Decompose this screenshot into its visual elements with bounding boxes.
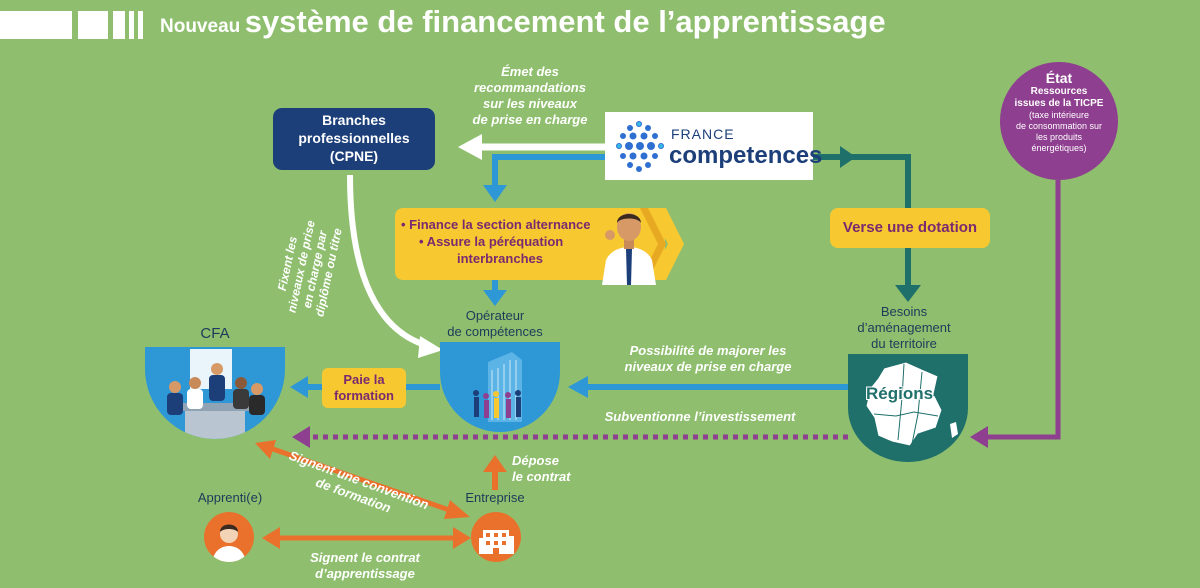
etat-title: État bbox=[1045, 70, 1073, 86]
company-building-icon bbox=[479, 530, 514, 554]
contrat-label: Signent le contrat d’apprentissage bbox=[285, 550, 445, 582]
entreprise-label: Entreprise bbox=[465, 490, 525, 505]
paie-line-1: Paie la bbox=[343, 372, 385, 387]
apprenti-circle bbox=[204, 512, 254, 562]
finance-line-2: • Assure la péréquation bbox=[419, 234, 564, 249]
majorer-line-2: niveaux de prise en charge bbox=[624, 359, 792, 374]
etat-desc-2: de consommation sur bbox=[1015, 121, 1103, 131]
depose-line-1: Dépose bbox=[512, 453, 559, 468]
verse-box: Verse une dotation bbox=[830, 208, 990, 248]
branches-line-2: professionnelles bbox=[298, 130, 410, 146]
classroom-icon bbox=[167, 349, 265, 439]
besoins-line-2: d’aménagement bbox=[857, 320, 951, 335]
etat-sub-1: Ressources bbox=[1030, 86, 1088, 97]
paie-box: Paie la formation bbox=[322, 368, 406, 408]
title-big: système de financement de l’apprentissag… bbox=[244, 4, 886, 39]
majorer-line-1: Possibilité de majorer les bbox=[629, 343, 787, 358]
emet-line-3: sur les niveaux bbox=[483, 96, 577, 111]
majorer-label: Possibilité de majorer les niveaux de pr… bbox=[608, 343, 808, 375]
france-competences-box: FRANCE competences bbox=[605, 112, 822, 180]
branches-line-3: (CPNE) bbox=[329, 148, 379, 164]
branches-box: Branches professionnelles (CPNE) bbox=[273, 108, 435, 170]
chevrons-icon bbox=[640, 208, 684, 280]
apprenti-label: Apprenti(e) bbox=[197, 490, 263, 505]
depose-label: Dépose le contrat bbox=[512, 453, 571, 485]
etat-desc-4: énergétiques) bbox=[1031, 143, 1087, 153]
regions-circle: Régions bbox=[848, 354, 968, 462]
france-competences-logo-icon bbox=[616, 121, 664, 172]
finance-line-1: • Finance la section alternance bbox=[401, 217, 591, 232]
apprentice-icon bbox=[212, 524, 246, 562]
regions-label: Régions bbox=[866, 384, 934, 403]
etat-desc-3: les produits bbox=[1035, 132, 1083, 142]
entreprise-circle bbox=[471, 512, 521, 562]
arrow-etat bbox=[988, 180, 1061, 440]
etat-desc-1: (taxe intérieure bbox=[1028, 110, 1090, 120]
depose-line-2: le contrat bbox=[512, 469, 571, 484]
operateur-label: Opérateur de compétences bbox=[430, 308, 560, 340]
subventionne-label: Subventionne l’investissement bbox=[604, 409, 796, 424]
france-competences-line-1: FRANCE bbox=[671, 126, 735, 142]
besoins-label: Besoins d’aménagement du territoire bbox=[838, 304, 970, 352]
emet-line-2: recommandations bbox=[474, 80, 586, 95]
paie-line-2: formation bbox=[334, 388, 394, 403]
businessman-icon bbox=[602, 213, 656, 285]
title-small: Nouveau bbox=[160, 16, 241, 37]
finance-line-3: interbranches bbox=[457, 251, 543, 266]
page-title: Nouveau système de financement de l’appr… bbox=[160, 4, 886, 40]
france-competences-line-2: competences bbox=[669, 142, 823, 169]
operateur-line-2: de compétences bbox=[447, 324, 543, 339]
etat-circle: État Ressources issues de la TICPE (taxe… bbox=[1000, 62, 1118, 180]
emet-line-1: Émet des bbox=[501, 64, 559, 79]
arrow-finance bbox=[492, 154, 608, 190]
arrow-convention bbox=[269, 445, 456, 515]
france-map-icon bbox=[865, 361, 958, 447]
cfa-label: CFA bbox=[200, 325, 230, 342]
contrat-line-2: d’apprentissage bbox=[315, 566, 415, 581]
emet-line-4: de prise en charge bbox=[472, 112, 588, 127]
besoins-line-3: du territoire bbox=[871, 336, 937, 351]
arrow-fixent bbox=[347, 174, 426, 348]
contrat-line-1: Signent le contrat bbox=[310, 550, 420, 565]
branches-line-1: Branches bbox=[322, 112, 386, 128]
etat-sub-2: issues de la TICPE bbox=[1014, 98, 1104, 109]
besoins-line-1: Besoins bbox=[880, 304, 928, 319]
emet-label: Émet des recommandations sur les niveaux… bbox=[455, 64, 605, 128]
operateur-line-1: Opérateur bbox=[465, 308, 525, 323]
building-people-icon bbox=[473, 352, 522, 422]
